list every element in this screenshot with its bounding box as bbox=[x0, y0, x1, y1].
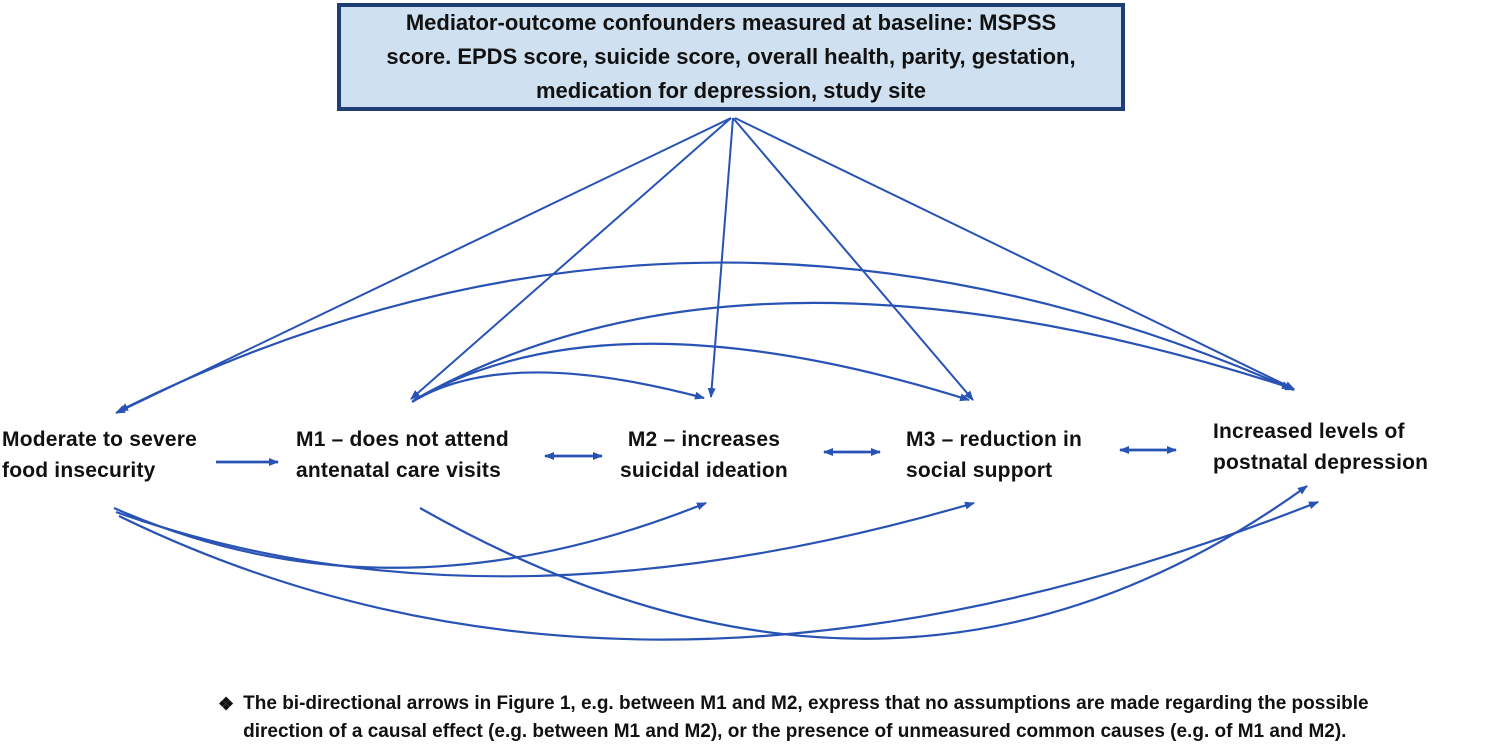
node-m2-line-2: suicidal ideation bbox=[620, 459, 788, 482]
node-m3-line-2: social support bbox=[906, 459, 1053, 482]
node-exposure-line-1: Moderate to severe bbox=[2, 428, 198, 451]
diamond-bullet-icon: ❖ bbox=[218, 694, 235, 714]
edge-confounders-to-exposure bbox=[115, 117, 732, 414]
confounders-box: Mediator-outcome confounders measured at… bbox=[337, 3, 1125, 111]
edge-m1-to-m2-arc-above bbox=[411, 371, 705, 403]
edge-confounders-to-outcome bbox=[734, 117, 1295, 390]
edge-confounders-to-m2 bbox=[707, 117, 734, 398]
node-m1-line-1: M1 – does not attend bbox=[296, 428, 509, 451]
node-m2: M2 – increases suicidal ideation bbox=[620, 424, 788, 486]
node-exposure-line-2: food insecurity bbox=[2, 459, 156, 482]
edge-m1-to-m3-arc-above bbox=[412, 342, 970, 402]
confounders-box-line-1: Mediator-outcome confounders measured at… bbox=[405, 10, 1057, 35]
edge-exposure-outcome-arc-above bbox=[118, 261, 1295, 412]
footnote-line-1: The bi-directional arrows in Figure 1, e… bbox=[243, 693, 1369, 714]
node-m3-line-1: M3 – reduction in bbox=[906, 428, 1083, 451]
edge-m1-to-outcome-arc-above bbox=[413, 301, 1292, 401]
node-exposure: Moderate to severe food insecurity bbox=[2, 424, 197, 486]
node-outcome-line-2: postnatal depression bbox=[1213, 451, 1429, 474]
node-outcome-line-1: Increased levels of bbox=[1213, 420, 1405, 443]
edge-confounders-to-m3 bbox=[732, 117, 974, 401]
edge-exposure-to-m3-arc-below bbox=[115, 501, 975, 578]
node-m1: M1 – does not attend antenatal care visi… bbox=[296, 424, 509, 486]
node-m2-line-1: M2 – increases bbox=[627, 428, 781, 451]
edge-exposure-to-outcome-arc-below bbox=[118, 500, 1319, 641]
footnote: ❖ The bi-directional arrows in Figure 1,… bbox=[218, 690, 1500, 746]
confounders-box-line-2: score. EPDS score, suicide score, overal… bbox=[386, 44, 1076, 69]
footnote-line-2: direction of a causal effect (e.g. betwe… bbox=[243, 721, 1347, 742]
edge-confounders-to-m1 bbox=[410, 117, 732, 400]
confounders-box-line-3: medication for depression, study site bbox=[536, 78, 926, 103]
edge-exposure-to-m2-arc-below bbox=[113, 501, 707, 569]
node-m1-line-2: antenatal care visits bbox=[296, 459, 501, 482]
node-outcome: Increased levels of postnatal depression bbox=[1213, 416, 1428, 478]
node-m3: M3 – reduction in social support bbox=[906, 424, 1082, 486]
edge-m1-to-outcome-arc-below bbox=[419, 485, 1308, 640]
